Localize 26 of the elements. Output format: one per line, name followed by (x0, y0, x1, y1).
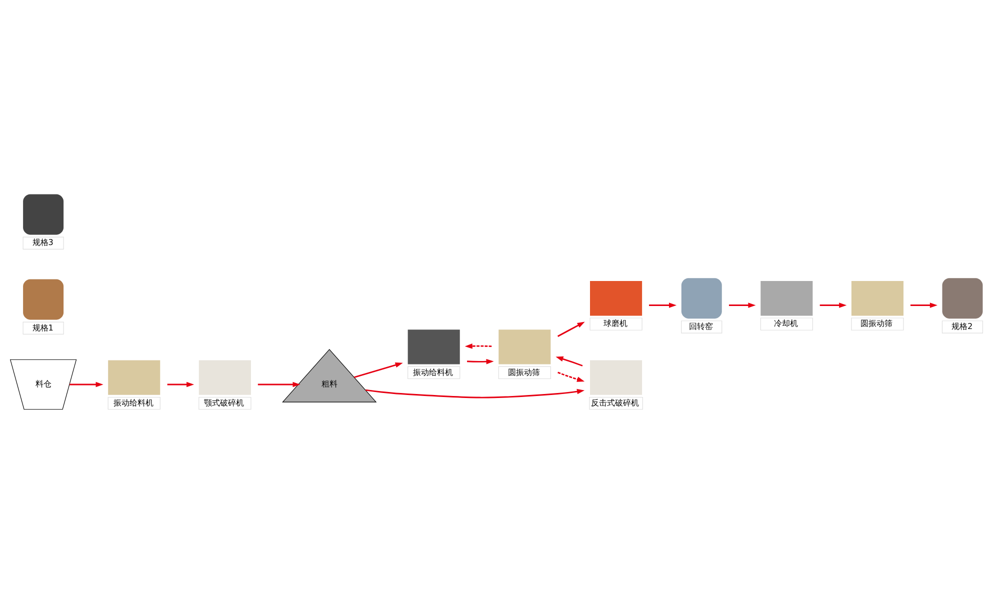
node-label: 冷却机 (774, 318, 798, 328)
arrow (70, 381, 104, 387)
node-label: 圆振动筛 (508, 366, 540, 376)
arrow (558, 371, 585, 382)
arrow (556, 356, 583, 366)
arrow (467, 358, 494, 364)
arrow (167, 381, 194, 387)
node-label: 回转窑 (689, 320, 714, 331)
arrow (365, 388, 585, 398)
node-label: 球磨机 (604, 318, 628, 328)
node-label: 振动给料机 (413, 366, 454, 376)
node-label: 圆振动筛 (860, 318, 893, 328)
node-label: 振动给料机 (113, 396, 154, 407)
node-label: 规格1 (32, 322, 54, 332)
arrow (820, 302, 847, 308)
arrow (649, 302, 677, 308)
node-label: 规格2 (951, 320, 973, 331)
arrow (464, 343, 492, 348)
arrow (728, 302, 756, 308)
node-label: 颚式破碎机 (204, 396, 244, 407)
node-label: 规格3 (32, 236, 54, 247)
arrow (557, 321, 585, 336)
arrow (910, 302, 938, 308)
arrow (354, 362, 403, 378)
arrow (258, 381, 300, 387)
node-label: 反击式破碎机 (591, 396, 640, 407)
